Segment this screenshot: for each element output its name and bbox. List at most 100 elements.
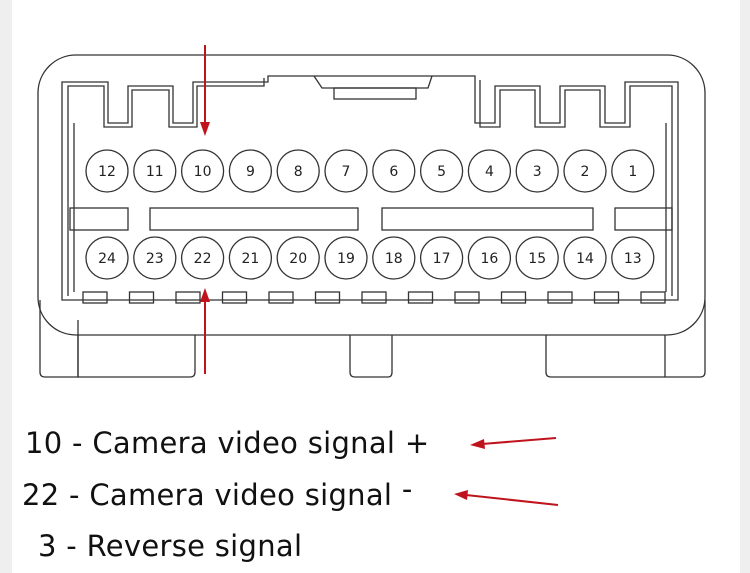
pin-circle	[611, 236, 655, 280]
pin-label: 6	[389, 164, 398, 180]
left-outer-foot	[39, 300, 79, 378]
pin-3: 3	[515, 149, 559, 193]
pin-label: 16	[480, 251, 498, 267]
pin-circle	[228, 236, 273, 280]
legend-text: Camera video signal	[92, 426, 396, 460]
pin-circle	[419, 149, 464, 193]
pin-label: 9	[246, 164, 255, 180]
bottom-tab	[500, 291, 527, 304]
pin-label: 24	[98, 251, 116, 267]
bottom-tab	[407, 291, 434, 304]
separator-bar	[381, 207, 594, 231]
pin-label: 18	[385, 251, 403, 267]
pin-circle	[180, 149, 225, 193]
separator-bar	[614, 207, 673, 231]
pin-11: 11	[133, 149, 177, 193]
pin-19: 19	[324, 236, 368, 280]
pin-label: 20	[289, 251, 307, 267]
pin-10: 10	[180, 149, 225, 193]
pin-label: 7	[342, 164, 351, 180]
bottom-tab	[593, 291, 620, 304]
legend-arrow-2-line	[465, 494, 559, 506]
pin-label: 19	[337, 251, 355, 267]
bottom-tab	[547, 291, 573, 304]
pin-6: 6	[372, 149, 416, 193]
pin-label: 13	[624, 251, 642, 267]
pin-circle	[228, 149, 273, 193]
pin-12: 12	[85, 149, 129, 193]
inner-frame-inner	[67, 78, 673, 296]
pin-label: 8	[294, 164, 303, 180]
bottom-tab	[640, 291, 666, 304]
pin-label: 11	[146, 164, 164, 180]
right-outer-foot	[665, 300, 706, 378]
pin-label: 14	[576, 251, 594, 267]
pin-15: 15	[515, 236, 559, 280]
pin-circle	[515, 149, 559, 193]
legend-pin: 3	[38, 529, 57, 563]
pin-circle	[372, 149, 416, 193]
connector-body	[37, 54, 706, 378]
pin-1: 1	[611, 149, 655, 193]
legend-sign: +	[404, 426, 430, 460]
left-border	[0, 0, 12, 573]
separator-bar	[69, 207, 129, 231]
arrows	[200, 45, 559, 506]
pin-7: 7	[324, 149, 368, 193]
legend-arrow-2-head	[454, 490, 468, 500]
pin-22: 22	[180, 236, 225, 280]
pin-label: 21	[241, 251, 259, 267]
pin-circle	[515, 236, 559, 280]
legend-dash: -	[66, 529, 78, 563]
pin-label: 22	[194, 251, 212, 267]
legend-item-pin-3: 3 - Reverse signal	[38, 529, 302, 563]
legend-pin: 10	[25, 426, 63, 460]
pin-circle	[563, 236, 607, 280]
pin-label: 12	[98, 164, 116, 180]
pin-circle	[133, 236, 177, 280]
legend-pin: 22	[22, 478, 60, 512]
bottom-tabs	[82, 291, 666, 304]
legend-text: Reverse signal	[86, 529, 303, 563]
pin-circle	[324, 149, 368, 193]
latch-slot	[333, 87, 417, 100]
pin-4: 4	[467, 149, 512, 193]
pin-circle	[180, 236, 225, 280]
pin-14: 14	[563, 236, 607, 280]
legend-dash: -	[69, 478, 80, 512]
bottom-tab	[314, 291, 341, 304]
pin-circle	[324, 236, 368, 280]
legend-arrow-1-head	[470, 439, 485, 449]
right-foot	[545, 335, 666, 378]
pin-21: 21	[228, 236, 273, 280]
pin-label: 2	[581, 164, 590, 180]
pin-16: 16	[467, 236, 512, 280]
pin-2: 2	[563, 149, 607, 193]
legend-text: Camera video signal	[89, 478, 393, 512]
bottom-tab	[454, 291, 480, 304]
latch	[313, 75, 433, 89]
legend-item-pin-10: 10 - Camera video signal +	[25, 426, 429, 460]
middle-foot	[349, 335, 393, 378]
pin-circle	[85, 149, 129, 193]
pin-label: 15	[528, 251, 546, 267]
pin-label: 4	[485, 164, 494, 180]
bottom-tab	[175, 291, 201, 304]
legend-sign: -	[401, 472, 413, 506]
pin-circle	[372, 236, 416, 280]
pin-13: 13	[611, 236, 655, 280]
legend-item-pin-22: 22 - Camera video signal -	[22, 472, 413, 512]
pin-17: 17	[419, 236, 464, 280]
arrow-pin-10-head	[200, 122, 210, 136]
bottom-tab	[361, 291, 387, 304]
left-foot	[77, 335, 196, 378]
pin-circle	[133, 149, 177, 193]
bottom-tab	[221, 291, 248, 304]
pin-label: 23	[146, 251, 164, 267]
pin-label: 5	[437, 164, 446, 180]
pin-20: 20	[276, 236, 320, 280]
pin-24: 24	[85, 236, 129, 280]
pin-label: 3	[533, 164, 542, 180]
pin-label: 17	[433, 251, 451, 267]
